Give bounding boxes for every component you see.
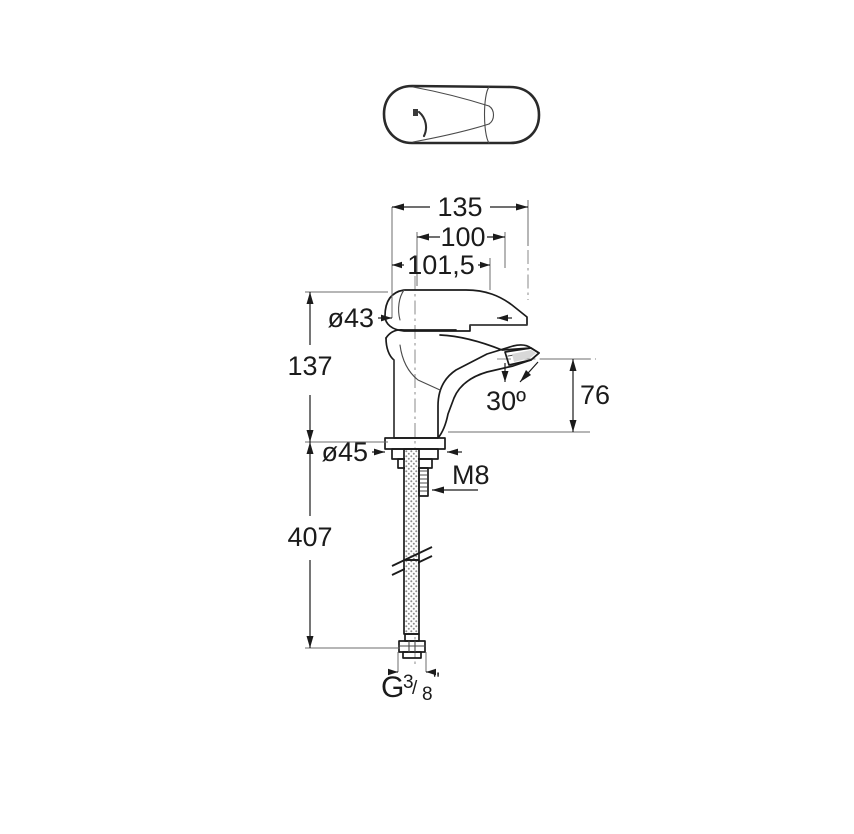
dim-76-arrow-bottom	[569, 420, 577, 432]
dim-d43-arrow	[381, 314, 392, 322]
dim-30deg-label: 30º	[486, 386, 526, 416]
dim-100-group: 100	[417, 222, 505, 252]
dim-d43-group: ø43	[327, 303, 512, 333]
dim-30deg-arrow-angled	[520, 370, 531, 382]
dim-407-arrow-top	[306, 442, 314, 454]
dim-30deg-group: 30º	[486, 361, 539, 416]
dim-101-5-arrow-left	[392, 261, 402, 269]
connector-shank	[404, 633, 420, 642]
brand-logo-mark	[413, 109, 428, 138]
dim-76-arrow-top	[569, 359, 577, 371]
dim-137-arrow-bottom	[306, 430, 314, 442]
label-g38-group: G 3 / 8 "	[381, 652, 440, 705]
dim-135-group: 135	[392, 192, 528, 222]
braid-texture-lower	[405, 561, 418, 633]
mounting-nut	[397, 458, 433, 469]
dim-101-5-arrow-right	[480, 261, 490, 269]
lever-handle-side	[384, 289, 528, 332]
dim-76-group: 76	[448, 358, 610, 433]
dim-407-arrow-bottom	[306, 636, 314, 648]
dim-d45-label: ø45	[321, 437, 368, 467]
lever-pivot-detail	[398, 289, 405, 321]
label-g38-numerator: 3	[403, 672, 414, 693]
vertical-extension-lines	[305, 291, 400, 649]
dim-d45-group: ø45	[321, 437, 462, 467]
horizontal-extension-lines	[391, 200, 529, 318]
dim-101-5-group: 101,5	[392, 250, 490, 280]
spout-inner-curve	[399, 344, 441, 391]
dim-100-arrow-right	[493, 233, 505, 241]
dim-135-arrow-left	[392, 203, 404, 211]
dim-d43-label: ø43	[327, 303, 374, 333]
label-g38-inch-mark: "	[433, 670, 440, 691]
dim-76-label: 76	[580, 380, 610, 410]
lever-handle-top-view	[382, 84, 541, 145]
label-g38-prefix: G	[381, 671, 404, 704]
base-flange	[384, 437, 446, 450]
dim-100-label: 100	[440, 222, 485, 252]
lever-boss-edge	[488, 105, 495, 125]
dim-d43-arrow-right	[497, 314, 508, 322]
label-g38-denominator: 8	[422, 684, 433, 705]
dim-d45-arrow-right	[447, 448, 458, 456]
dim-d45-arrow	[374, 448, 385, 456]
dim-407-group: 407	[287, 442, 333, 648]
m8-stud	[418, 467, 429, 497]
dim-101-5-label: 101,5	[407, 250, 475, 280]
label-g38-slash: /	[412, 678, 418, 699]
aerator-outlet	[504, 347, 540, 366]
mounting-washer	[391, 448, 439, 460]
dim-30deg-arrow-down	[501, 371, 509, 382]
g38-arrow-right	[426, 668, 436, 676]
dim-135-arrow-right	[516, 203, 528, 211]
dim-407-label: 407	[287, 522, 332, 552]
neck-top-edge	[385, 328, 457, 339]
connector-tail	[402, 651, 422, 659]
label-m8-group: M8	[432, 460, 490, 494]
lever-waist-top	[412, 86, 490, 107]
lever-boss-seam	[483, 86, 490, 144]
g38-arrow-left	[388, 668, 398, 676]
dim-100-arrow-left	[417, 233, 429, 241]
faucet-front-elevation	[384, 289, 540, 659]
label-m8: M8	[452, 460, 490, 490]
m8-stud-thread-hatch	[419, 470, 428, 492]
m8-arrow	[432, 486, 444, 494]
centerlines	[414, 250, 596, 668]
dim-137-arrow-top	[306, 292, 314, 304]
lever-outline	[382, 84, 541, 145]
aerator-face-shading	[512, 350, 536, 362]
dim-137-label: 137	[287, 351, 332, 381]
spout-upper-profile	[439, 334, 532, 351]
braid-texture-upper	[405, 450, 418, 559]
dim-137-group: 137	[287, 292, 333, 442]
lever-waist-bottom	[412, 123, 490, 143]
dim-135-label: 135	[437, 192, 482, 222]
